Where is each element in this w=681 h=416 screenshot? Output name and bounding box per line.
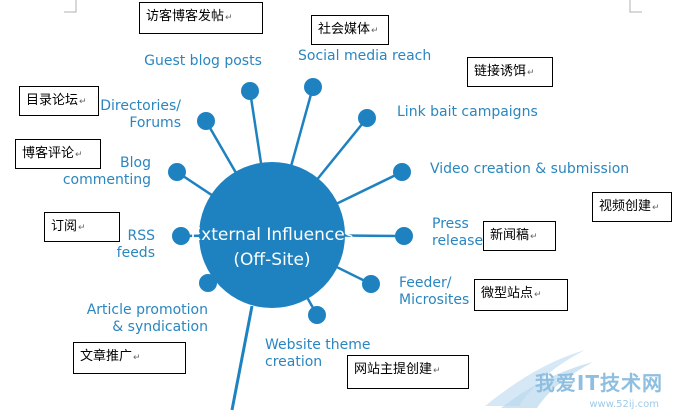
note-text: 微型站点 [481,286,534,301]
note-website-theme: 网站主提创建↵ [347,355,469,389]
note-text: 文章推广 [80,349,133,364]
note-guest-blog: 访客博客发帖↵ [139,2,263,34]
spoke-label-website-theme-creation: Website theme [265,337,371,353]
page-corner-mark-left [64,0,77,13]
paragraph-mark-icon: ↵ [534,290,542,300]
paragraph-mark-icon: ↵ [225,13,233,23]
note-text: 博客评论 [22,146,75,161]
spoke-line-social-media-reach [290,86,315,166]
spoke-dot-guest-blog-posts [241,82,259,100]
spoke-label-rss-feeds: RSS [127,228,155,244]
spoke-label-press-releases: releases [432,233,490,249]
spoke-dot-article-promotion [199,274,217,292]
note-link-bait: 链接诱饵↵ [467,57,553,87]
paragraph-mark-icon: ↵ [433,366,441,376]
spoke-line-directories-forums [204,120,238,174]
hub-title-line2: (Off-Site) [233,250,310,270]
note-microsites: 微型站点↵ [474,279,568,311]
note-text: 网站主提创建 [354,362,433,377]
spoke-label-website-theme-creation: creation [265,354,322,370]
note-text: 社会媒体 [318,22,371,37]
paragraph-mark-icon: ↵ [79,97,87,107]
paragraph-mark-icon: ↵ [371,26,379,36]
paragraph-mark-icon: ↵ [652,203,660,213]
note-press-releases: 新闻稿↵ [483,221,556,251]
note-text: 订阅 [51,219,78,234]
spoke-dot-video-creation [393,163,411,181]
note-text: 视频创建 [599,199,652,214]
spoke-dot-press-releases [395,227,413,245]
spoke-line-guest-blog-posts [248,90,263,165]
spoke-label-social-media-reach: Social media reach [298,48,431,64]
hub-tail-line [230,305,254,411]
paragraph-mark-icon: ↵ [527,68,535,78]
spoke-label-video-creation: Video creation & submission [430,161,629,177]
spoke-dot-social-media-reach [304,78,322,96]
note-directories: 目录论坛↵ [19,86,99,116]
note-blog-commenting: 博客评论↵ [15,139,101,169]
note-text: 访客博客发帖 [146,9,225,24]
spoke-dot-website-theme-creation [308,306,326,324]
note-social-media: 社会媒体↵ [311,15,389,45]
spoke-label-feeder-microsites: Microsites [399,292,469,308]
paragraph-mark-icon: ↵ [75,150,83,160]
spoke-label-article-promotion: & syndication [112,319,208,335]
spoke-dot-link-bait-campaigns [358,109,376,127]
note-text: 目录论坛 [26,93,79,108]
spoke-line-link-bait-campaigns [316,117,368,180]
spoke-label-blog-commenting: Blog [120,155,151,171]
hub-title-line1: External Influences [190,225,353,245]
spokes-layer [168,78,413,411]
spoke-label-article-promotion: Article promotion [87,302,208,318]
spoke-label-directories-forums: Forums [129,115,181,131]
watermark-title: 我爱IT技术网 [534,371,663,395]
spoke-label-rss-feeds: feeds [117,245,155,261]
paragraph-mark-icon: ↵ [530,232,538,242]
spoke-dot-directories-forums [197,112,215,130]
spoke-label-feeder-microsites: Feeder/ [399,275,452,291]
note-article-promotion: 文章推广↵ [73,342,186,374]
paragraph-mark-icon: ↵ [133,353,141,363]
page-corner-mark-right [629,0,642,13]
spoke-line-video-creation [336,170,403,205]
spoke-label-blog-commenting: commenting [63,172,151,188]
paragraph-mark-icon: ↵ [78,223,86,233]
spoke-label-link-bait-campaigns: Link bait campaigns [397,104,538,120]
spoke-dot-blog-commenting [168,163,186,181]
note-text: 新闻稿 [490,228,530,243]
watermark-url: www.52ij.com [589,399,659,410]
note-text: 链接诱饵 [474,64,527,79]
spoke-dot-rss-feeds [172,227,190,245]
watermark-logo [485,350,593,408]
spoke-label-guest-blog-posts: Guest blog posts [144,53,262,69]
spoke-label-directories-forums: Directories/ [100,98,181,114]
note-rss: 订阅↵ [44,212,120,242]
spoke-label-press-releases: Press [432,216,469,232]
note-video-creation: 视频创建↵ [592,192,672,222]
spoke-dot-feeder-microsites [362,275,380,293]
hub-circle [199,162,345,308]
